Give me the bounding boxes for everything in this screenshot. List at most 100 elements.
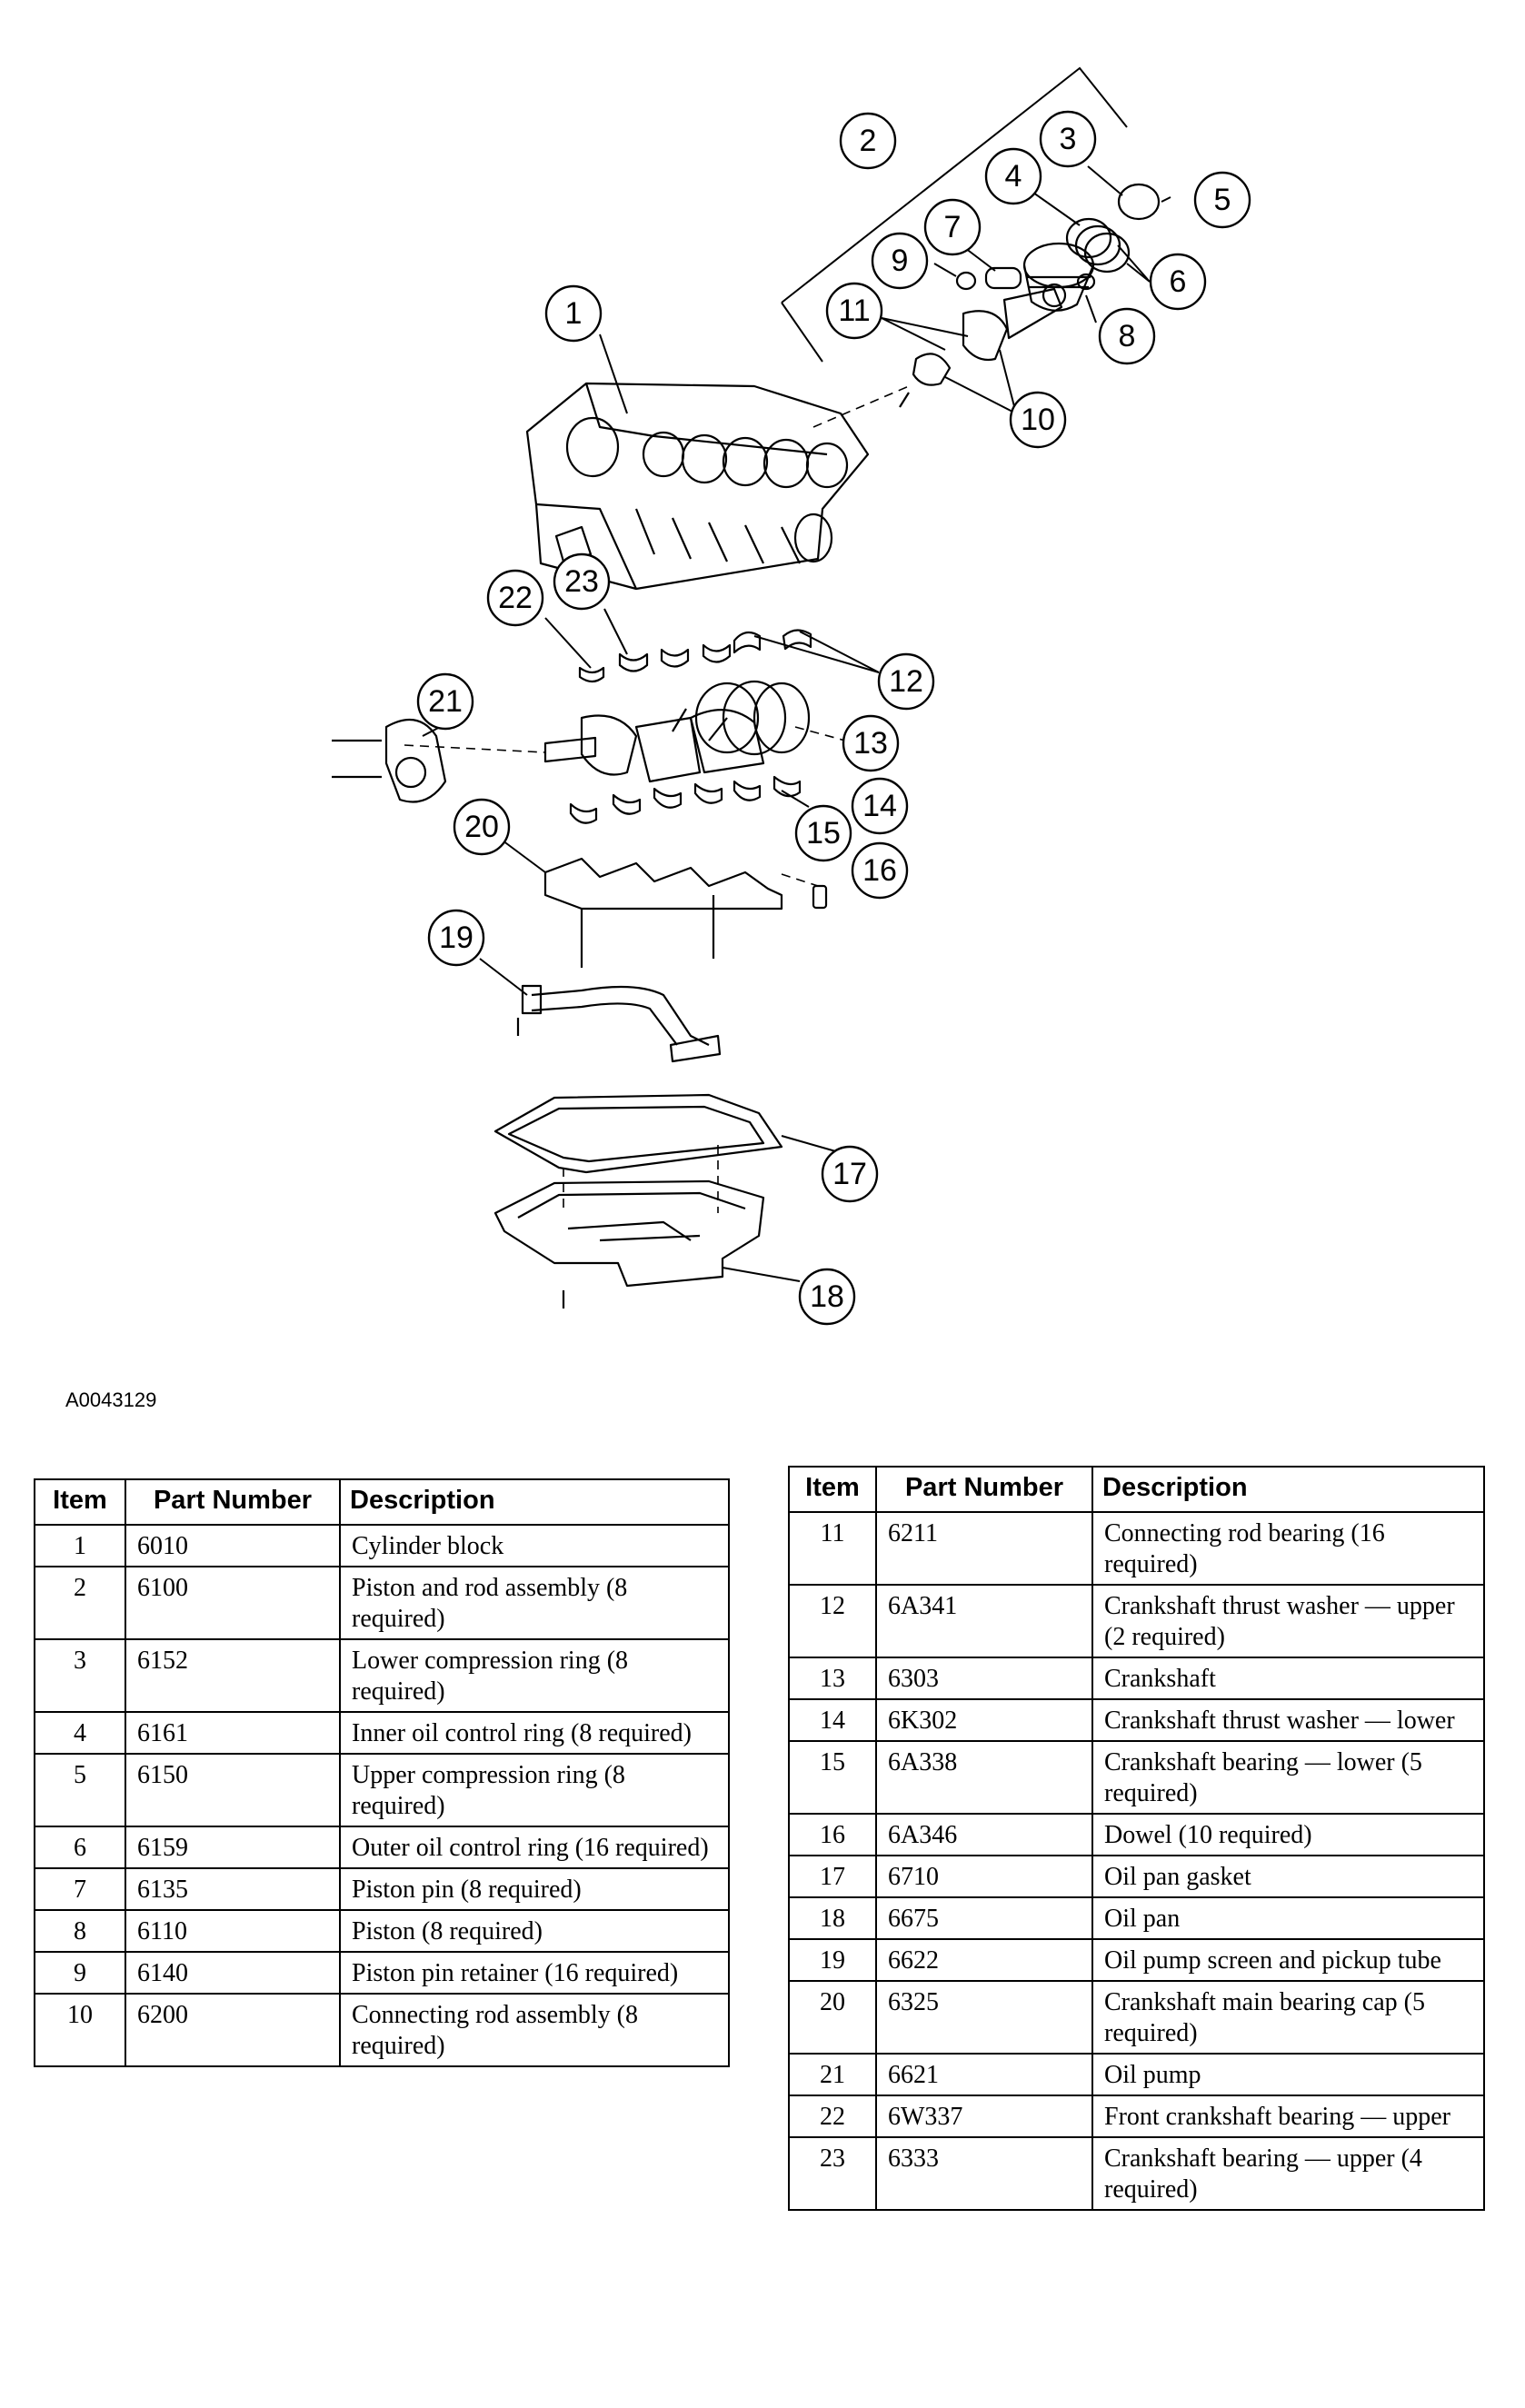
item-cell: 4 xyxy=(34,1711,126,1755)
part-number-cell: 6110 xyxy=(125,1909,341,1953)
callout-22: 22 xyxy=(486,569,544,627)
callout-21: 21 xyxy=(416,672,474,731)
item-cell: 2 xyxy=(34,1566,126,1640)
svg-text:3: 3 xyxy=(1060,122,1077,156)
callout-10: 10 xyxy=(1009,391,1067,449)
header-part-number: Part Number xyxy=(875,1466,1093,1513)
description-cell: Cylinder block xyxy=(339,1524,730,1567)
svg-text:2: 2 xyxy=(860,124,877,158)
callout-11: 11 xyxy=(825,282,883,340)
piston-pin-drawing xyxy=(955,266,1096,291)
part-number-cell: 6A341 xyxy=(875,1584,1093,1658)
description-cell: Connecting rod bearing (16 required) xyxy=(1091,1511,1485,1586)
description-cell: Oil pan gasket xyxy=(1091,1855,1485,1898)
part-number-cell: 6159 xyxy=(125,1826,341,1869)
header-description: Description xyxy=(339,1478,730,1526)
description-cell: Crankshaft bearing — upper (4 required) xyxy=(1091,2136,1485,2211)
description-cell: Piston (8 required) xyxy=(339,1909,730,1953)
part-number-cell: 6A338 xyxy=(875,1740,1093,1815)
description-cell: Crankshaft bearing — lower (5 required) xyxy=(1091,1740,1485,1815)
figure-id: A0043129 xyxy=(65,1388,157,1411)
description-cell: Crankshaft main bearing cap (5 required) xyxy=(1091,1980,1485,2055)
item-cell: 6 xyxy=(34,1826,126,1869)
table-header-row: Item Part Number Description xyxy=(34,1478,730,1526)
callout-23: 23 xyxy=(553,552,611,611)
lower-bearings-drawing xyxy=(569,775,802,824)
item-cell: 11 xyxy=(788,1511,877,1586)
svg-text:15: 15 xyxy=(806,816,841,851)
piston-rings-drawing xyxy=(1065,183,1161,274)
item-cell: 5 xyxy=(34,1753,126,1827)
description-cell: Dowel (10 required) xyxy=(1091,1813,1485,1856)
part-number-cell: 6303 xyxy=(875,1657,1093,1700)
svg-text:9: 9 xyxy=(892,244,909,278)
callout-14: 14 xyxy=(851,777,909,835)
svg-text:23: 23 xyxy=(564,564,599,599)
item-cell: 17 xyxy=(788,1855,877,1898)
item-cell: 14 xyxy=(788,1698,877,1742)
item-cell: 3 xyxy=(34,1638,126,1713)
header-description: Description xyxy=(1091,1466,1485,1513)
callout-17: 17 xyxy=(821,1145,879,1203)
part-number-cell: 6211 xyxy=(875,1511,1093,1586)
description-cell: Lower compression ring (8 required) xyxy=(339,1638,730,1713)
callout-1: 1 xyxy=(544,284,603,343)
svg-text:17: 17 xyxy=(832,1157,867,1191)
oil-pickup-tube-drawing xyxy=(516,984,722,1063)
callout-15: 15 xyxy=(794,804,852,862)
part-number-cell: 6333 xyxy=(875,2136,1093,2211)
item-cell: 18 xyxy=(788,1896,877,1940)
part-number-cell: 6150 xyxy=(125,1753,341,1827)
header-item: Item xyxy=(34,1478,126,1526)
description-cell: Crankshaft xyxy=(1091,1657,1485,1700)
svg-text:18: 18 xyxy=(810,1279,844,1314)
main-bearing-caps-drawing xyxy=(543,857,783,968)
callout-7: 7 xyxy=(923,198,982,256)
description-cell: Oil pump xyxy=(1091,2053,1485,2096)
cylinder-block-drawing xyxy=(525,382,870,591)
dowel-drawing xyxy=(812,884,828,910)
part-number-cell: 6621 xyxy=(875,2053,1093,2096)
callout-12: 12 xyxy=(877,652,935,711)
exploded-engine-diagram: 1 2 3 4 5 6 7 8 9 10 11 12 13 14 15 16 1… xyxy=(332,66,1251,1326)
part-number-cell: 6K302 xyxy=(875,1698,1093,1742)
item-cell: 12 xyxy=(788,1584,877,1658)
part-number-cell: 6135 xyxy=(125,1867,341,1911)
part-number-cell: 6161 xyxy=(125,1711,341,1755)
svg-text:10: 10 xyxy=(1021,403,1055,437)
callout-16: 16 xyxy=(851,841,909,900)
description-cell: Outer oil control ring (16 required) xyxy=(339,1826,730,1869)
part-number-cell: 6A346 xyxy=(875,1813,1093,1856)
part-number-cell: 6152 xyxy=(125,1638,341,1713)
description-cell: Crankshaft thrust washer — lower xyxy=(1091,1698,1485,1742)
svg-text:19: 19 xyxy=(439,920,473,955)
oil-pan-drawing xyxy=(493,1179,765,1308)
part-number-cell: 6100 xyxy=(125,1566,341,1640)
description-cell: Front crankshaft bearing — upper xyxy=(1091,2095,1485,2138)
oil-pump-drawing xyxy=(332,718,447,803)
item-cell: 21 xyxy=(788,2053,877,2096)
description-cell: Oil pump screen and pickup tube xyxy=(1091,1938,1485,1982)
callout-3: 3 xyxy=(1039,110,1097,168)
item-cell: 8 xyxy=(34,1909,126,1953)
header-part-number: Part Number xyxy=(125,1478,341,1526)
svg-text:8: 8 xyxy=(1119,319,1136,353)
